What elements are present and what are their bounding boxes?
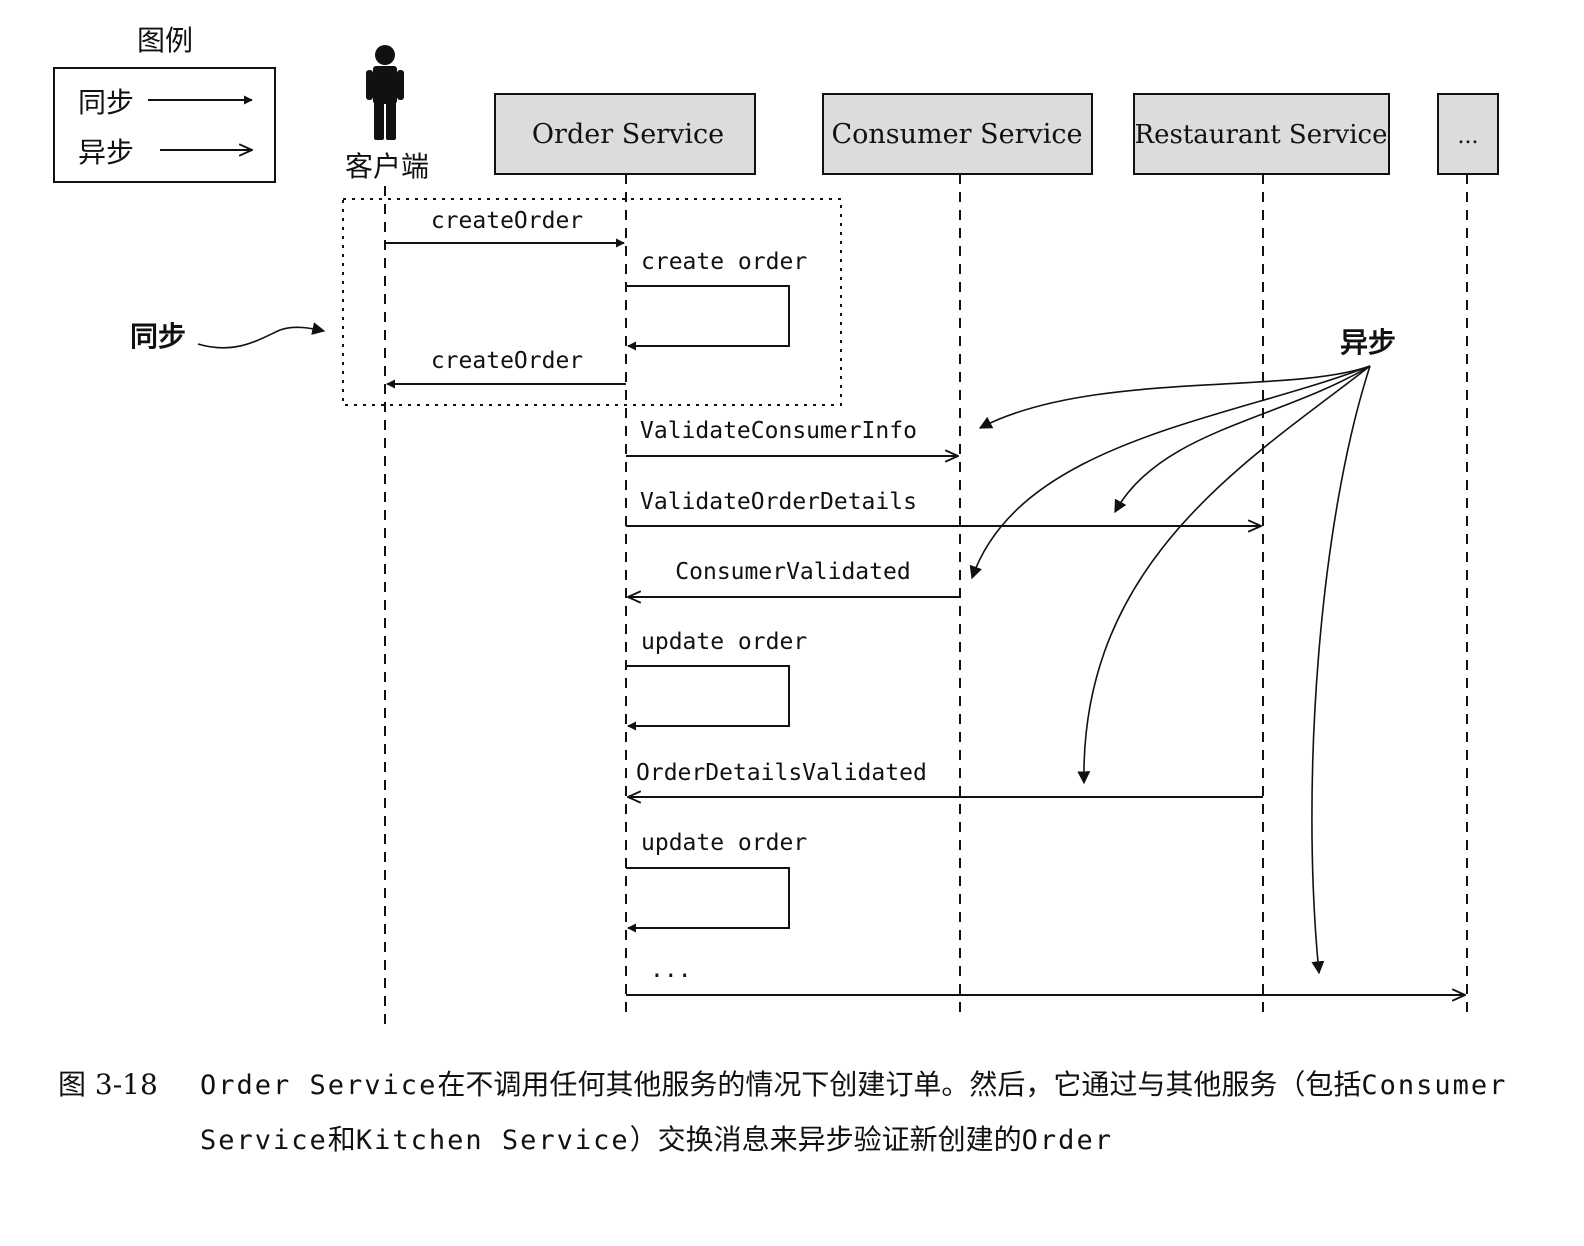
consumer-service-box [822, 93, 1093, 175]
legend-async-label: 异步 [78, 136, 134, 169]
sync-annotation: 同步 [130, 320, 326, 353]
order-service-label: Order Service [532, 119, 724, 150]
async-curve-4 [1077, 365, 1371, 785]
caption-code-term: Kitchen Service [355, 1125, 630, 1156]
sync-region [342, 198, 842, 406]
create-order-local-label: create order [641, 249, 807, 275]
sync-annotation-label: 同步 [130, 320, 186, 353]
async-curve-2 [1114, 365, 1371, 514]
update-order-1-self-arrow [626, 665, 790, 731]
client-actor: 客户端 [345, 45, 429, 183]
sync-annotation-curve [197, 322, 326, 349]
service-boxes: Order Service Consumer Service Restauran… [494, 93, 1499, 175]
legend-sync-label: 同步 [78, 86, 134, 119]
more-services-label: ... [1458, 124, 1479, 149]
caption-text-segment: 和 [327, 1123, 356, 1156]
more-services-box [1437, 93, 1499, 175]
restaurant-service-label: Restaurant Service [1135, 120, 1388, 150]
messages: createOrder create order createOrder Val… [385, 208, 1465, 995]
async-annotation: 异步 [969, 326, 1396, 975]
async-curve-1 [978, 365, 1371, 429]
figure-caption: 图 3-18 Order Service在不调用任何其他服务的情况下创建订单。然… [58, 1058, 1528, 1168]
client-label: 客户端 [345, 150, 429, 183]
restaurant-service-box [1133, 93, 1390, 175]
lifelines [384, 174, 1468, 1025]
order-details-validated-label: OrderDetailsValidated [636, 760, 927, 786]
person-icon [366, 45, 404, 140]
update-order-2-self-arrow [626, 867, 790, 933]
async-curve-5 [1311, 365, 1371, 975]
figure-number: 图 3-18 [58, 1068, 158, 1101]
legend-title: 图例 [137, 24, 193, 57]
consumer-service-label: Consumer Service [832, 119, 1083, 150]
caption-text-segment: ）交换消息来异步验证新创建的 [629, 1123, 1022, 1156]
validate-consumer-label: ValidateConsumerInfo [640, 418, 917, 444]
figure-caption-text: Order Service在不调用任何其他服务的情况下创建订单。然后，它通过与其… [200, 1058, 1528, 1168]
validate-order-label: ValidateOrderDetails [640, 489, 917, 515]
create-order-reply-label: createOrder [431, 348, 583, 374]
legend-box [53, 67, 276, 183]
create-order-self-arrow [626, 285, 790, 351]
consumer-validated-label: ConsumerValidated [675, 559, 910, 585]
sequence-diagram: 图例 同步 异步 客户端 Order Service Consumer Serv… [53, 24, 1499, 1025]
more-messages-label: ... [650, 957, 692, 983]
caption-code-term: Consumer Service [200, 1070, 1508, 1156]
update-order-1-label: update order [641, 629, 807, 655]
caption-code-term: Order [1021, 1125, 1113, 1156]
order-service-box [494, 93, 756, 175]
async-annotation-label: 异步 [1340, 326, 1396, 359]
create-order-request-label: createOrder [431, 208, 583, 234]
legend: 图例 同步 异步 [53, 24, 276, 183]
caption-code-term: Order Service [200, 1070, 438, 1101]
async-curve-3 [969, 365, 1371, 580]
update-order-2-label: update order [641, 830, 807, 856]
caption-text-segment: 在不调用任何其他服务的情况下创建订单。然后，它通过与其他服务（包括 [437, 1068, 1362, 1101]
